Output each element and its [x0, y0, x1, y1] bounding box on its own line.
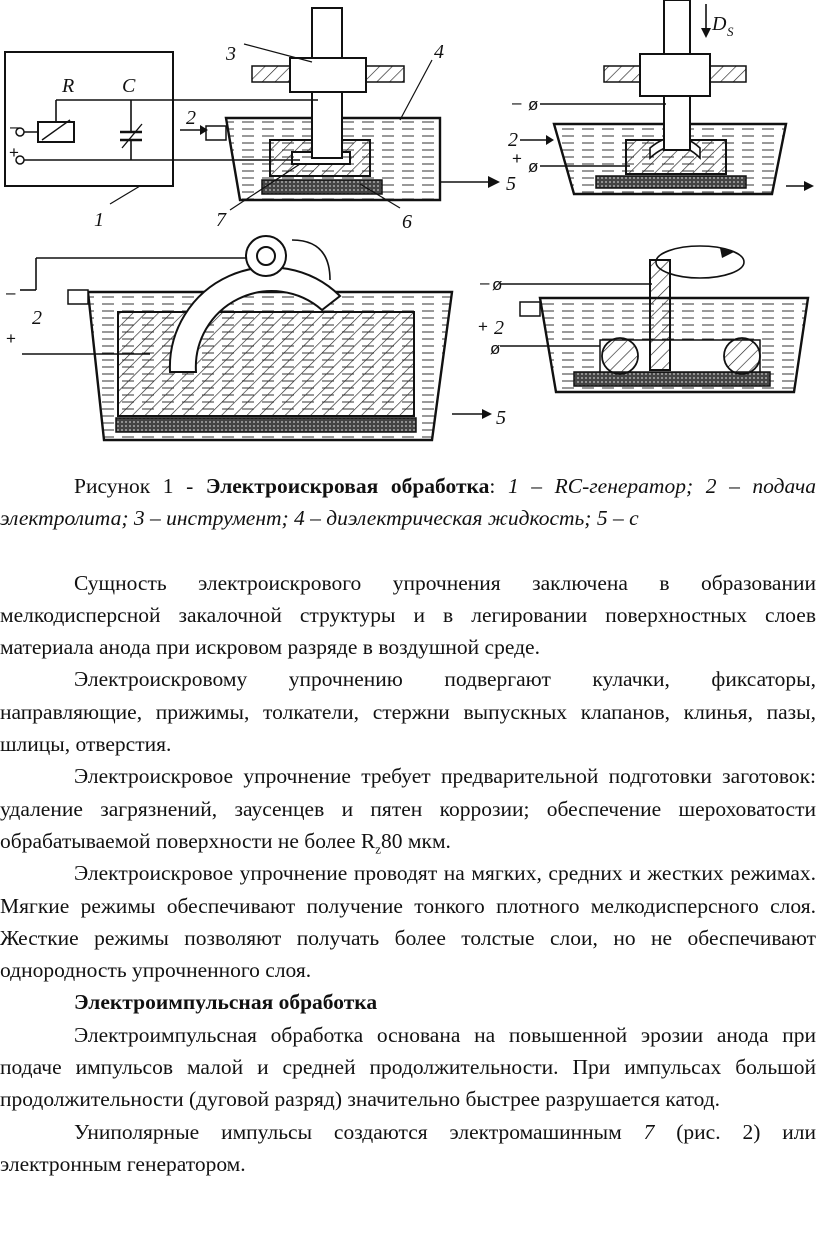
sign-plus-tl: + — [9, 143, 19, 162]
section-heading: Электроимпульсная обработка — [74, 990, 378, 1015]
rc-generator-box — [4, 51, 174, 187]
label-ds-sub: S — [727, 24, 734, 39]
label-6-tl: 6 — [402, 211, 412, 233]
paragraph-5: Электроимпульсная обработка основана на … — [0, 1022, 816, 1112]
sign-phi-br-1: ø — [492, 275, 502, 294]
tool-bottom-right — [649, 259, 671, 371]
sign-phi-tr-1: ø — [528, 95, 538, 114]
paragraph-3-text: Электроискровое упрочнение требует предв… — [0, 764, 816, 853]
roughness-subscript: z — [375, 841, 382, 857]
paragraph-4: Электроискровое упрочнение проводят на м… — [0, 861, 816, 983]
label-5-bl: 5 — [496, 407, 506, 429]
sign-phi-tr-2: ø — [528, 157, 538, 176]
paragraph-3: Электроискровое упрочнение требует предв… — [0, 760, 816, 857]
document-body: Рисунок 1 - Электроискровая обработка: 1… — [0, 470, 816, 1180]
sign-plus-tr: + — [512, 149, 522, 168]
paragraph-1: Сущность электроискрового упрочнения зак… — [0, 570, 816, 660]
paragraph-6-text: Униполярные импульсы создаются электрома… — [74, 1119, 644, 1144]
tank-base-plate — [261, 179, 383, 195]
paragraph-6-end: (рис. 2) или электронным генератором. — [0, 1119, 816, 1176]
sign-plus-br: + — [478, 317, 488, 336]
label-4-tl: 4 — [434, 41, 444, 63]
sign-phi-br-2: ø — [490, 339, 500, 358]
label-2-br: 2 — [494, 317, 504, 339]
label-5-tl: 5 — [506, 173, 516, 195]
sign-minus-br: – — [480, 273, 490, 292]
caption-legend: 1 – RC-генератор; 2 – подача электролита… — [0, 474, 816, 531]
label-R: R — [61, 75, 74, 97]
diagram-bottom-left: – 2 + 5 — [6, 235, 506, 442]
caption-title: Электроискровая обработка — [205, 474, 490, 498]
label-2-bl: 2 — [32, 307, 42, 329]
label-2-tl: 2 — [186, 107, 196, 129]
diagram-top-left: R C – + 2 3 4 5 6 7 1 — [4, 7, 516, 233]
label-2-tr: 2 — [508, 129, 518, 151]
sign-plus-bl: + — [6, 329, 16, 348]
sign-minus-tr: – — [512, 93, 522, 112]
label-7-tl: 7 — [216, 209, 227, 231]
paragraph-3-end: 80 мкм. — [381, 828, 451, 853]
caption-prefix: Рисунок 1 - — [74, 474, 206, 498]
sign-minus-bl: – — [6, 283, 16, 302]
paragraph-6: Униполярные импульсы создаются электрома… — [0, 1116, 816, 1181]
label-1-tl: 1 — [94, 209, 104, 231]
sign-minus-tl: – — [10, 117, 20, 136]
diagram-bottom-right: – ø + 2 ø — [478, 245, 810, 394]
label-ds: D — [711, 13, 727, 35]
workpiece-bottom-left — [117, 311, 415, 417]
label-3-tl: 3 — [225, 43, 236, 65]
paragraph-2: Электроискровому упрочнению подвергают к… — [0, 667, 816, 757]
diagram-top-right: D S – ø 2 + ø — [508, 0, 814, 196]
figure-caption: Рисунок 1 - Электроискровая обработка: 1… — [0, 470, 816, 535]
label-C: C — [122, 75, 136, 97]
caption-colon: : — [489, 474, 508, 498]
edm-diagram-figure: R C – + 2 3 4 5 6 7 1 — [4, 0, 814, 442]
paragraph-6-ref-number: 7 — [643, 1119, 655, 1144]
